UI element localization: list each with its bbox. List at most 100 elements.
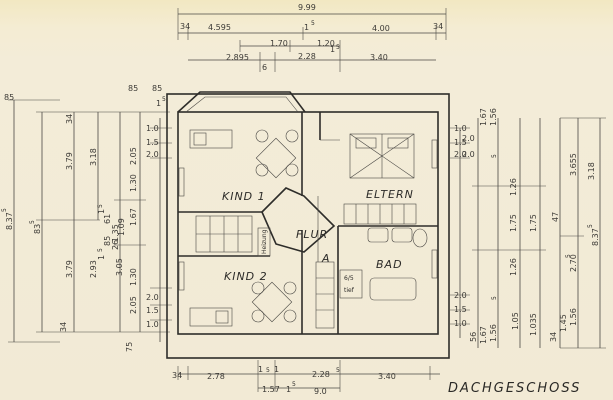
bottom-dim-1c: 1: [274, 365, 279, 374]
room-label-kind1: KIND 1: [222, 190, 266, 203]
bottom-dim-5c: 5: [266, 367, 270, 374]
right-d-5b: 5: [491, 296, 498, 300]
interior-walls: [178, 112, 438, 334]
left-e-26: 26: [111, 240, 120, 250]
right-a-5: 5: [565, 254, 572, 258]
top-dim-170: 1.70: [270, 39, 288, 48]
right-c-15a: 1.5: [454, 138, 467, 147]
top-dim-34b: 34: [433, 22, 443, 31]
bottom-dim-340: 3.40: [378, 372, 396, 381]
right-c-10a: 1.0: [454, 124, 467, 133]
room-label-bad: BAD: [376, 258, 403, 271]
left-c-34b: 34: [59, 322, 68, 332]
left-f-15a: 1.5: [146, 138, 159, 147]
right-c-20b: 2.0: [454, 291, 467, 300]
right-b-175b: 1.75: [529, 214, 538, 232]
left-e-130b: 1.30: [129, 268, 138, 286]
right-a-47: 47: [551, 212, 560, 222]
left-c-34a: 34: [65, 114, 74, 124]
right-b-167a: 1.67: [479, 108, 488, 126]
windows: [178, 139, 438, 291]
left-e-135: 1.35: [111, 224, 120, 242]
tief-label-a: 6/5: [344, 275, 354, 282]
left-d-293: 2.93: [89, 260, 98, 278]
top-dim-1: 1: [304, 23, 309, 32]
right-a-318: 3.18: [587, 162, 596, 180]
right-b-126b: 1.26: [509, 258, 518, 276]
kind1-furniture: [189, 129, 299, 179]
left-f-20b: 2.0: [146, 293, 159, 302]
right-c-10b: 1.0: [454, 319, 467, 328]
room-label-kind2: KIND 2: [224, 270, 268, 283]
left-d-5: 5: [97, 248, 104, 252]
hallway-arrow: [261, 187, 336, 262]
left-outer-sup: 5: [1, 208, 8, 212]
right-b-20a: 2.0: [462, 134, 475, 143]
left-e-1: 1: [97, 209, 106, 214]
right-a-3655: 3.655: [569, 153, 578, 176]
left-f-10a: 1.0: [146, 124, 159, 133]
exterior-walls: [166, 91, 450, 359]
left-e-85: 85: [103, 236, 112, 246]
eltern-furniture: [349, 133, 415, 179]
bottom-dim-5b: 5: [336, 367, 340, 374]
right-c-20a: 2.0: [454, 150, 467, 159]
tl-label-85a: 85: [128, 84, 138, 93]
left-e-205b: 2.05: [129, 296, 138, 314]
right-outer-sup: 5: [587, 224, 594, 228]
left-e-5: 5: [97, 204, 104, 208]
right-a-270: 2.70: [569, 254, 578, 272]
top-dim-340: 3.40: [370, 53, 388, 62]
bathroom-fixtures: [339, 227, 428, 301]
plan-title: DACHGESCHOSS: [448, 381, 581, 396]
bottom-dim-228: 2.28: [312, 370, 330, 379]
right-a-156: 1.56: [569, 308, 578, 326]
left-dimension-lines: [8, 99, 172, 343]
bottom-dim-1b: 1: [258, 365, 263, 374]
left-c-379b: 3.79: [65, 260, 74, 278]
bottom-dim-157: 1.57: [262, 385, 280, 394]
right-outer-dim: 8.37: [591, 228, 600, 246]
room-label-flur: FLUR: [296, 228, 328, 241]
top-dim-6: 6: [262, 63, 267, 72]
top-dim-5b: 5: [336, 44, 340, 51]
right-b-56: 56: [469, 332, 478, 342]
left-e-75: 75: [125, 342, 134, 352]
bottom-dim-1: 1: [286, 385, 291, 394]
kind2-furniture: [189, 281, 297, 327]
top-dim-400: 4.00: [372, 24, 390, 33]
bottom-dim-5: 5: [292, 381, 296, 388]
bottom-dimension-lines: [177, 360, 440, 392]
right-b-156a: 1.56: [489, 108, 498, 126]
right-a-1035: 1.035: [529, 313, 538, 336]
left-e-205: 2.05: [129, 147, 138, 165]
right-b-145: 1.45: [559, 314, 568, 332]
left-f-10b: 1.0: [146, 320, 159, 329]
right-c-15b: 1.5: [454, 305, 467, 314]
top-dim-5: 5: [311, 20, 315, 27]
left-d-85: 85: [4, 93, 14, 102]
left-b-dim: 83: [33, 224, 42, 234]
top-dim-120: 1.20: [317, 39, 335, 48]
bottom-dim-90: 9.0: [314, 387, 327, 396]
bottom-dim-34: 34: [172, 371, 182, 380]
right-b-175a: 1.75: [509, 214, 518, 232]
top-dim-4595: 4.595: [208, 23, 231, 32]
right-b-126a: 1.26: [509, 178, 518, 196]
left-e-167: 1.67: [129, 208, 138, 226]
bottom-dim-278: 2.78: [207, 372, 225, 381]
left-e-109: 1.09: [117, 218, 126, 236]
tl-label-85b: 85: [152, 84, 162, 93]
right-b-20b: 2.0: [462, 150, 475, 159]
left-d-318: 3.18: [89, 148, 98, 166]
left-f-15b: 1.5: [146, 306, 159, 315]
left-e-61: 61: [103, 214, 112, 224]
tl-label-5: 5: [162, 96, 166, 103]
top-dim-228: 2.28: [298, 52, 316, 61]
left-d-1: 1: [97, 255, 106, 260]
right-dimension-lines: [450, 117, 606, 349]
room-label-heizung: Heizung: [261, 229, 268, 254]
right-d-5a: 5: [491, 154, 498, 158]
right-b-105: 1.05: [511, 312, 520, 330]
